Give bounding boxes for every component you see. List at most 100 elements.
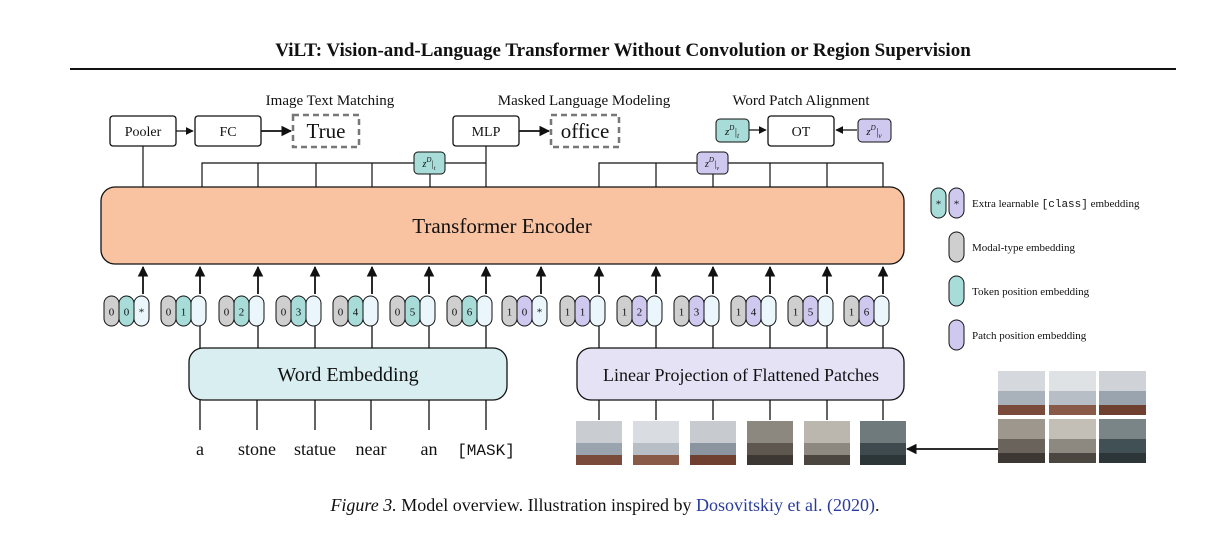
legend-swatch [948,275,965,307]
patch-token-pill [703,295,720,327]
modal-type-pill: 1 [501,295,518,327]
modal-type-pill: 1 [843,295,860,327]
citation-authors-link[interactable]: Dosovitskiy et al. [696,495,823,515]
svg-text:0: 0 [166,307,172,319]
patch-position-pill: 2 [631,295,648,327]
paper-running-title: ViLT: Vision-and-Language Transformer Wi… [275,40,971,61]
word-token-pill [305,295,322,327]
svg-text:*: * [954,199,960,211]
patch-token-pill [817,295,834,327]
svg-text:1: 1 [849,307,855,319]
svg-text:1: 1 [580,307,586,319]
ot-box: OT [767,115,835,147]
svg-text:0: 0 [522,307,528,319]
svg-text:zD|v: zD|v [704,156,719,172]
token-position-pill: 4 [347,295,364,327]
itm-output-box: True [291,113,361,149]
patch-token-pill [646,295,663,327]
input-token: a [196,439,204,459]
patch-token-pill [873,295,890,327]
svg-text:1: 1 [181,307,187,319]
image-grid-patch [1099,371,1146,415]
legend-class-pill-patch: * [948,187,965,219]
image-grid-patch [1099,419,1146,463]
class-token-pill: * [133,295,150,327]
fc-box: FC [194,115,262,147]
svg-text:0: 0 [281,307,287,319]
modal-type-pill: 1 [559,295,576,327]
svg-text:*: * [537,307,543,319]
patch-projection-box: Linear Projection of Flattened Patches [576,347,905,401]
itm-title: Image Text Matching [266,93,395,109]
zt-chip-encoder: zD|t [413,151,446,175]
modal-type-pill: 0 [389,295,406,327]
svg-text:0: 0 [224,307,230,319]
embedding-to-encoder-arrows [137,265,889,348]
encoder-output-connectors [142,146,884,187]
token-position-pill: 3 [290,295,307,327]
legend-label: Modal-type embedding [972,242,1075,254]
modal-type-pill: 1 [730,295,747,327]
citation-year-link[interactable]: (2020) [827,495,876,515]
svg-text:4: 4 [353,307,359,319]
image-grid-patch [998,371,1045,415]
svg-text:1: 1 [736,307,742,319]
caption-end: . [875,495,880,515]
token-position-pill: 6 [461,295,478,327]
image-patch [860,421,906,465]
svg-text:1: 1 [565,307,571,319]
svg-text:1: 1 [679,307,685,319]
patch-token-pill [589,295,606,327]
input-token: [MASK] [457,442,515,460]
token-position-pill: 0 [118,295,135,327]
svg-text:0: 0 [452,307,458,319]
word-token-pill [362,295,379,327]
input-token: near [356,439,387,459]
class-token-pill: * [531,295,548,327]
svg-text:zD|v: zD|v [865,124,882,140]
svg-text:*: * [936,199,942,211]
legend-item-modal: Modal-type embedding [948,231,1075,263]
wpa-title: Word Patch Alignment [732,93,870,109]
svg-text:1: 1 [507,307,513,319]
legend-label: Patch position embedding [972,330,1087,342]
svg-text:6: 6 [864,307,870,319]
svg-text:6: 6 [467,307,473,319]
word-token-pill [476,295,493,327]
svg-text:3: 3 [694,307,700,319]
legend-item-class: **Extra learnable [class] embedding [930,187,1140,219]
legend-swatch [948,231,965,263]
legend-class-pill-token: * [930,187,947,219]
word-embedding-label: Word Embedding [277,364,418,386]
word-token-pill [190,295,207,327]
zv-chip-top: zD|v [857,118,892,143]
image-patch [747,421,793,465]
image-patch [633,421,679,465]
modal-type-pill: 1 [673,295,690,327]
zt-chip-top: zD|t [715,118,750,143]
image-patch [690,421,736,465]
svg-text:0: 0 [109,307,115,319]
header-rule [70,68,1176,70]
modal-type-pill: 0 [160,295,177,327]
patch-projection-label: Linear Projection of Flattened Patches [603,365,879,385]
patch-position-pill: 6 [858,295,875,327]
figure-caption: Figure 3. Model overview. Illustration i… [0,495,1210,516]
modal-type-pill: 0 [332,295,349,327]
patch-token-pill [760,295,777,327]
patch-position-pill: 0 [516,295,533,327]
encoder-label: Transformer Encoder [412,214,591,238]
svg-text:4: 4 [751,307,757,319]
input-token: statue [294,439,336,459]
